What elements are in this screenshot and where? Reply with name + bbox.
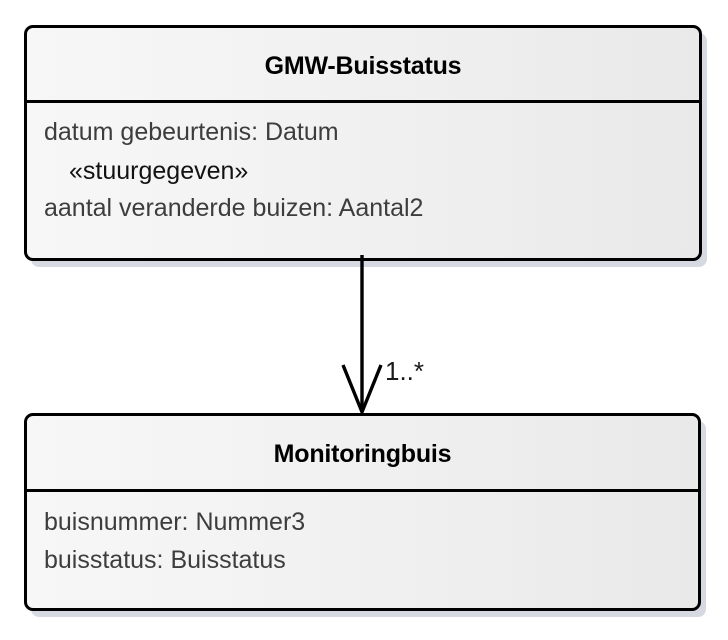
stereotype-stuurgegeven: «stuurgegeven» [69, 157, 249, 185]
uml-class-monitoringbuis[interactable]: Monitoringbuis buisnummer: Nummer3 buiss… [24, 413, 701, 611]
class-name-monitoringbuis: Monitoringbuis [273, 440, 452, 468]
attribute-datum-gebeurtenis: datum gebeurtenis: Datum [44, 118, 339, 146]
class-divider [27, 100, 699, 103]
attribute-compartment: buisnummer: Nummer3 buisstatus: Buisstat… [27, 492, 698, 573]
uml-class-gmw-buisstatus[interactable]: GMW-Buisstatus datum gebeurtenis: Datum … [24, 25, 702, 261]
class-divider [27, 489, 698, 492]
association-connector[interactable] [330, 255, 460, 420]
attribute-buisnummer: buisnummer: Nummer3 [44, 508, 306, 536]
multiplicity-label: 1..* [385, 356, 425, 386]
attribute-compartment: datum gebeurtenis: Datum «stuurgegeven» … [27, 103, 699, 221]
arrowhead-icon [341, 364, 383, 417]
attribute-buisstatus: buisstatus: Buisstatus [44, 546, 286, 574]
class-name-gmw-buisstatus: GMW-Buisstatus [264, 52, 462, 80]
attribute-aantal-veranderde-buizen: aantal veranderde buizen: Aantal2 [44, 194, 424, 222]
